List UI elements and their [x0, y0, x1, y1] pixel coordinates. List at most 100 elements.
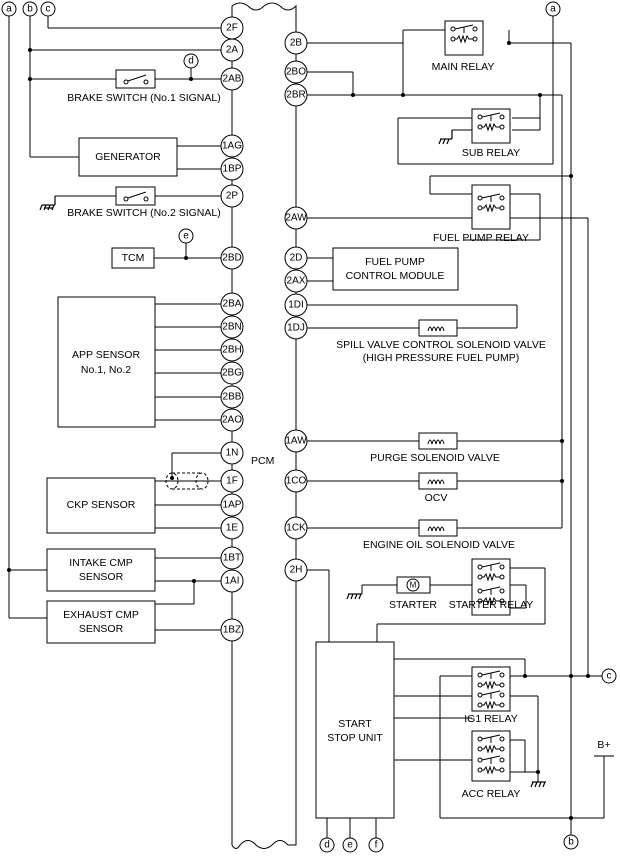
- pcm-pin-2d: 2D: [284, 246, 308, 270]
- pcm-pin-2bb: 2BB: [220, 385, 244, 409]
- pcm-pin-1bz: 1BZ: [220, 618, 244, 642]
- ocv-label: OCV: [425, 492, 448, 504]
- app-sensor-label-1: APP SENSOR: [72, 349, 140, 361]
- pcm-pin-1ag: 1AG: [220, 134, 244, 158]
- pcm-pin-2bn: 2BN: [220, 315, 244, 339]
- pcm-pin-2bo: 2BO: [284, 60, 308, 84]
- svg-text:d: d: [324, 840, 330, 851]
- connector-c-right: c: [601, 668, 617, 684]
- pcm-pin-1dj: 1DJ: [284, 316, 308, 340]
- intake-cmp-sensor: INTAKE CMP SENSOR: [46, 548, 156, 592]
- pcm-pin-2aw: 2AW: [284, 206, 308, 230]
- pcm-pin-1e: 1E: [220, 516, 244, 540]
- svg-text:1AP: 1AP: [223, 500, 242, 511]
- start-stop-label-2: STOP UNIT: [327, 732, 383, 744]
- pcm-module: PCM: [231, 2, 297, 849]
- ckp-sensor-label: CKP SENSOR: [67, 499, 136, 511]
- pcm-pin-2bh: 2BH: [220, 338, 244, 362]
- relay-contact-icon: [477, 690, 505, 710]
- svg-text:2BB: 2BB: [223, 392, 242, 403]
- svg-text:a: a: [550, 4, 556, 15]
- ckp-sensor: CKP SENSOR: [46, 477, 156, 534]
- relay-contact-icon: [477, 586, 505, 606]
- brake-switch-no2-label: BRAKE SWITCH (No.2 SIGNAL): [67, 207, 220, 219]
- svg-text:2AW: 2AW: [285, 213, 307, 224]
- pcm-pin-1co: 1CO: [284, 469, 308, 493]
- ocv: OCV: [418, 472, 458, 504]
- svg-text:f: f: [375, 840, 378, 851]
- starter-relay: STARTER RELAY: [449, 558, 534, 616]
- pcm-pin-2ax: 2AX: [284, 269, 308, 293]
- pcm-pin-1f: 1F: [220, 469, 244, 493]
- pcm-pin-2b: 2B: [284, 31, 308, 55]
- pcm-left-pins: 2F2A2AB1AG1BP2P2BD2BA2BN2BH2BG2BB2AO1N1F…: [220, 16, 244, 642]
- purge-solenoid-label: PURGE SOLENOID VALVE: [370, 452, 500, 464]
- svg-text:2BN: 2BN: [222, 322, 241, 333]
- relay-contact-icon: [477, 755, 505, 775]
- fuel-pump-relay: FUEL PUMP RELAY: [433, 184, 529, 244]
- pcm-pin-1bt: 1BT: [220, 546, 244, 570]
- svg-text:1BP: 1BP: [223, 164, 242, 175]
- pcm-pin-2ao: 2AO: [220, 408, 244, 432]
- pcm-pin-2br: 2BR: [284, 83, 308, 107]
- engine-oil-solenoid-valve: ENGINE OIL SOLENOID VALVE: [363, 519, 515, 551]
- generator: GENERATOR: [78, 137, 178, 177]
- relay-contact-icon: [477, 193, 505, 213]
- exhaust-cmp-sensor: EXHAUST CMP SENSOR: [46, 600, 156, 644]
- engine-oil-solenoid-label: ENGINE OIL SOLENOID VALVE: [363, 539, 515, 551]
- relay-contact-icon: [477, 670, 505, 690]
- starter-label: STARTER: [389, 599, 437, 611]
- pcm-pin-2h: 2H: [284, 558, 308, 582]
- pcm-pin-2ba: 2BA: [220, 292, 244, 316]
- exhaust-cmp-label-1: EXHAUST CMP: [63, 609, 139, 621]
- intake-cmp-label-1: INTAKE CMP: [69, 557, 132, 569]
- svg-text:c: c: [607, 671, 612, 682]
- connector-b-bottom: b: [563, 834, 579, 850]
- pcm-pin-2a: 2A: [220, 38, 244, 62]
- ground-icon: [39, 196, 56, 211]
- svg-text:2P: 2P: [226, 191, 239, 202]
- svg-text:1CO: 1CO: [286, 476, 307, 487]
- svg-text:2AO: 2AO: [222, 415, 242, 426]
- battery-positive: B+: [597, 739, 610, 751]
- svg-text:b: b: [568, 837, 574, 848]
- acc-relay: ACC RELAY: [462, 730, 546, 800]
- fuel-pump-cm-label-1: FUEL PUMP: [365, 256, 425, 268]
- starter-relay-label: STARTER RELAY: [449, 599, 534, 611]
- pcm-pin-1ck: 1CK: [284, 516, 308, 540]
- svg-text:1AW: 1AW: [285, 436, 307, 447]
- app-sensor-label-2: No.1, No.2: [81, 364, 131, 376]
- brake-switch-no1: BRAKE SWITCH (No.1 SIGNAL): [67, 69, 221, 104]
- svg-text:2B: 2B: [290, 38, 303, 49]
- pcm-pin-2bd: 2BD: [220, 246, 244, 270]
- spill-valve-label-2: (HIGH PRESSURE FUEL PUMP): [363, 352, 520, 364]
- connector-d-brake: d: [183, 53, 199, 69]
- left-wiring: [7, 16, 221, 631]
- spill-valve-label-1: SPILL VALVE CONTROL SOLENOID VALVE: [336, 339, 546, 351]
- brake-switch-no1-label: BRAKE SWITCH (No.1 SIGNAL): [67, 92, 220, 104]
- svg-text:e: e: [347, 840, 353, 851]
- pcm-pin-1n: 1N: [220, 441, 244, 465]
- connector-d-bottom: d: [319, 837, 335, 853]
- svg-text:2H: 2H: [290, 565, 303, 576]
- main-relay-label: MAIN RELAY: [432, 61, 495, 73]
- relay-contact-icon: [477, 112, 505, 132]
- connector-f-bottom: f: [368, 837, 384, 853]
- svg-text:e: e: [183, 231, 189, 242]
- svg-text:1N: 1N: [226, 448, 239, 459]
- pcm-pin-2bg: 2BG: [220, 361, 244, 385]
- pcm-pin-1bp: 1BP: [220, 157, 244, 181]
- ig1-relay: IG1 RELAY: [464, 666, 518, 725]
- connector-a-top-right: a: [545, 1, 561, 17]
- connector-e-tcm: e: [178, 228, 194, 244]
- svg-text:1F: 1F: [226, 476, 238, 487]
- svg-text:2BH: 2BH: [222, 345, 241, 356]
- sub-relay-label: SUB RELAY: [462, 147, 520, 159]
- fuel-pump-cm-label-2: CONTROL MODULE: [346, 270, 445, 282]
- svg-text:1E: 1E: [226, 523, 239, 534]
- svg-text:c: c: [46, 4, 51, 15]
- fuel-pump-control-module: FUEL PUMP CONTROL MODULE: [332, 247, 459, 291]
- start-stop-unit: START STOP UNIT: [315, 641, 395, 819]
